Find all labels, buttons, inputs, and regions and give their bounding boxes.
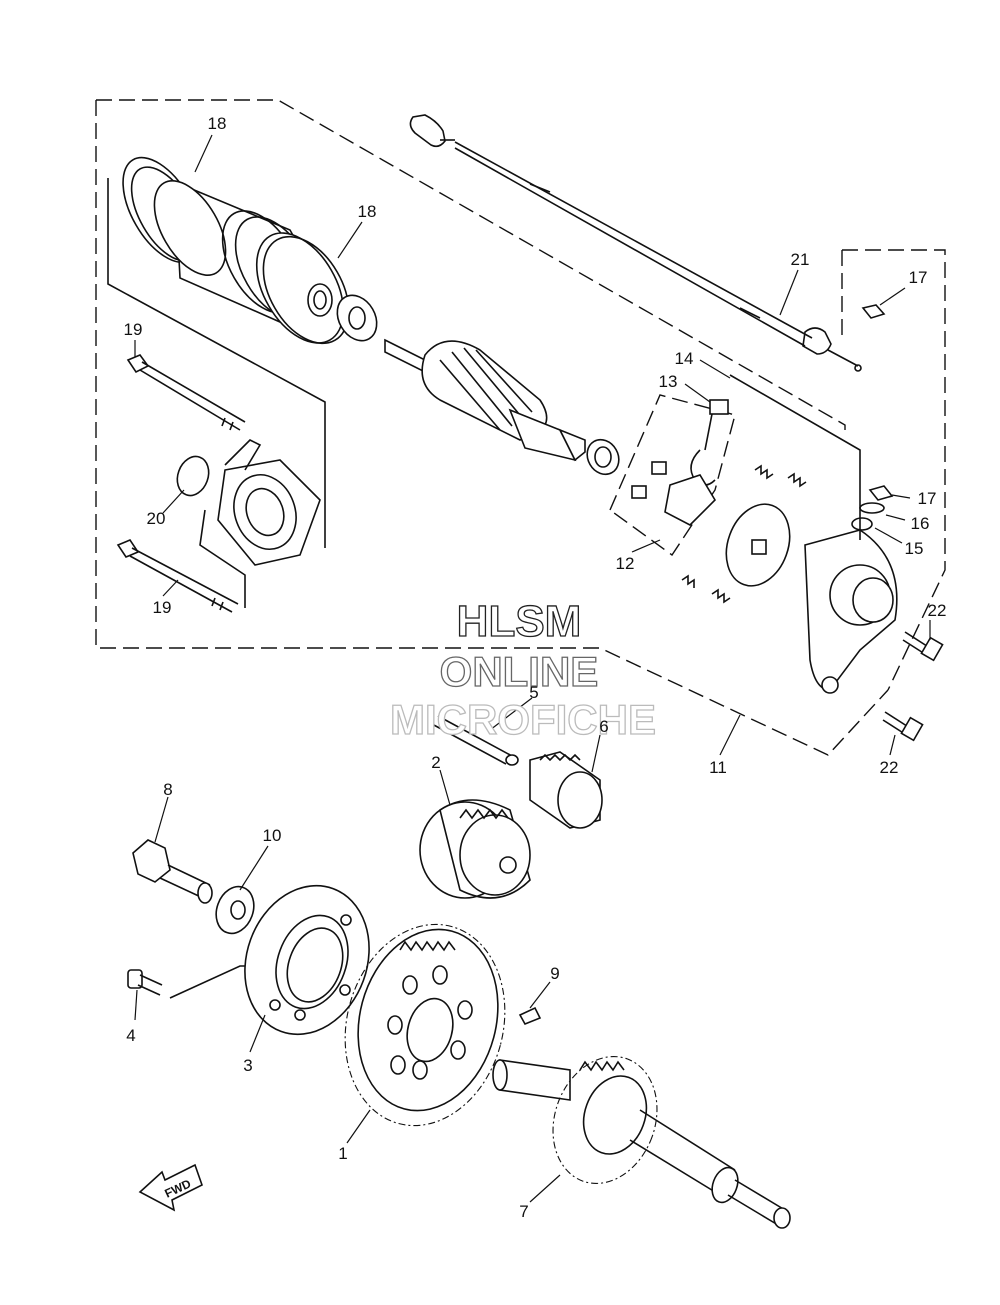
washer [215,885,255,935]
callout-labels: 18 18 19 20 19 21 17 14 13 12 17 16 15 2… [124,114,947,1221]
callout-3: 3 [243,1056,252,1075]
callout-14: 14 [675,349,694,368]
callout-1: 1 [338,1144,347,1163]
callout-20: 20 [147,509,166,528]
callout-16: 16 [911,514,930,533]
callout-13: 13 [659,372,678,391]
callout-19-upper: 19 [124,320,143,339]
armature [384,338,620,476]
callout-17-lower: 17 [918,489,937,508]
watermark: HLSM ONLINE MICROFICHE [389,596,656,743]
callout-9: 9 [550,964,559,983]
cover-bolt-lower [882,711,924,742]
callout-2: 2 [431,753,440,772]
front-cover [176,439,321,608]
callout-18-upper: 18 [208,114,227,133]
through-bolt-lower [116,539,239,613]
callout-15: 15 [905,539,924,558]
idler-gear [529,751,603,829]
idler-shaft [431,715,519,766]
small-bolt [127,969,163,996]
starter-cable [409,114,862,372]
callout-6: 6 [599,717,608,736]
through-bolt-upper [126,354,246,431]
callout-19-lower: 19 [153,598,172,617]
callout-5: 5 [529,683,538,702]
callout-10: 10 [263,826,282,845]
watermark-line-2: ONLINE [440,648,599,695]
rear-cover [729,304,898,694]
watermark-line-3: MICROFICHE [390,696,656,743]
starter-clutch-gear [419,799,531,899]
leader-lines [134,134,931,1203]
starter-wheel-gear [344,923,506,1127]
callout-12: 12 [616,554,635,573]
callout-8: 8 [163,780,172,799]
callout-4: 4 [126,1026,135,1045]
callout-17-upper: 17 [909,268,928,287]
cover-bolt-upper [902,631,944,662]
fwd-direction-arrow: FWD [138,1163,203,1212]
watermark-line-1: HLSM [457,597,582,646]
starter-assembly-boundary [95,99,946,756]
output-shaft [492,1056,791,1229]
callout-21: 21 [791,250,810,269]
callout-22-lower: 22 [880,758,899,777]
starter-yoke [122,156,378,345]
callout-18-lower: 18 [358,202,377,221]
one-way-clutch [244,884,370,1036]
callout-7: 7 [519,1202,528,1221]
brush-holder [631,399,807,604]
callout-11: 11 [709,758,727,777]
callout-22-upper: 22 [928,601,947,620]
clutch-bolt [132,839,213,904]
woodruff-key [518,1006,542,1026]
